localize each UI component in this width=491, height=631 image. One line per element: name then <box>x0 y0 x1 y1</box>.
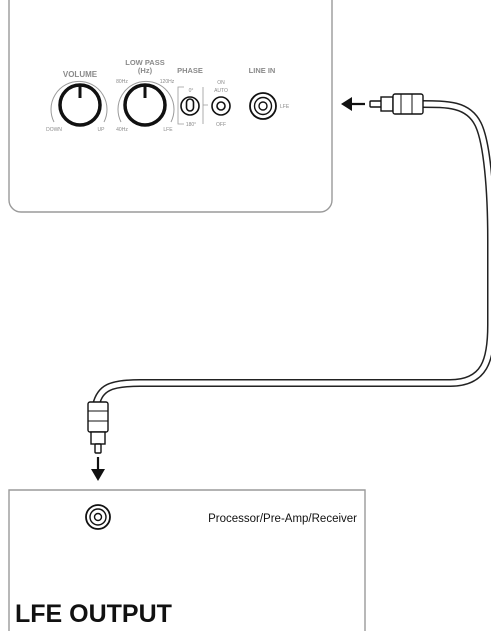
volume-max-label: UP <box>98 127 106 133</box>
phase-switch-lever <box>185 98 195 112</box>
power-switch-center <box>216 101 226 111</box>
low-pass-unit: (Hz) <box>138 66 153 75</box>
power-on-label: ON <box>217 80 225 86</box>
low-pass-tick-lfe: LFE <box>163 127 173 133</box>
rca-cable-inner <box>93 101 491 408</box>
rca-plug-top-pin <box>369 100 383 108</box>
phase-bracket <box>177 86 184 125</box>
rca-plug-bottom-sleeve <box>90 431 106 445</box>
lfe-output-jack-pin <box>93 512 103 522</box>
volume-control[interactable]: VOLUME DOWN UP <box>46 70 108 133</box>
phase-top-label: 0° <box>189 88 194 94</box>
rca-plug-top-body <box>392 93 424 115</box>
phase-title: PHASE <box>177 66 203 75</box>
arrow-down-icon <box>91 457 105 481</box>
rca-jack-pin <box>258 101 268 111</box>
line-in-jack-label: LFE <box>280 104 290 110</box>
lfe-output-jack[interactable] <box>85 504 111 530</box>
rca-plug-bottom-body <box>87 401 109 433</box>
low-pass-control[interactable]: LOW PASS (Hz) 80Hz 120Hz 40Hz LFE <box>116 58 175 133</box>
receiver-device-label: Processor/Pre-Amp/Receiver <box>208 513 357 525</box>
low-pass-tick-80: 80Hz <box>116 79 128 85</box>
phase-bottom-label: 180° <box>186 122 196 128</box>
power-auto-label: AUTO <box>214 88 228 94</box>
low-pass-tick-40: 40Hz <box>116 127 128 133</box>
power-off-label: OFF <box>216 122 226 128</box>
receiver-panel: Processor/Pre-Amp/Receiver LFE OUTPUT <box>8 489 366 631</box>
rca-plug-icon <box>369 93 424 115</box>
rca-cable <box>87 93 491 454</box>
line-in-title: LINE IN <box>249 66 276 75</box>
rca-plug-top-sleeve <box>380 96 394 112</box>
rca-plug-bottom <box>87 401 109 454</box>
rca-plug-bottom-pin <box>94 443 102 454</box>
subwoofer-panel: VOLUME DOWN UP LOW PASS (Hz) 80Hz 120Hz … <box>8 0 333 213</box>
lfe-output-label: LFE OUTPUT <box>15 600 172 628</box>
low-pass-knob[interactable] <box>123 83 167 127</box>
power-bracket <box>202 87 208 124</box>
phase-switch[interactable]: PHASE 0° 180° <box>177 66 203 128</box>
volume-min-label: DOWN <box>46 127 62 133</box>
line-in-jack[interactable]: LINE IN LFE <box>249 66 290 120</box>
volume-title: VOLUME <box>63 70 98 79</box>
low-pass-title: LOW PASS <box>125 58 164 67</box>
low-pass-scale-arc <box>117 80 175 123</box>
subwoofer-panel-frame <box>8 0 333 213</box>
arrow-left-icon <box>341 97 365 111</box>
volume-scale-arc <box>50 80 108 123</box>
volume-knob[interactable] <box>58 83 102 127</box>
power-mode-switch[interactable]: ON AUTO OFF <box>202 80 231 128</box>
low-pass-tick-120: 120Hz <box>160 79 175 85</box>
